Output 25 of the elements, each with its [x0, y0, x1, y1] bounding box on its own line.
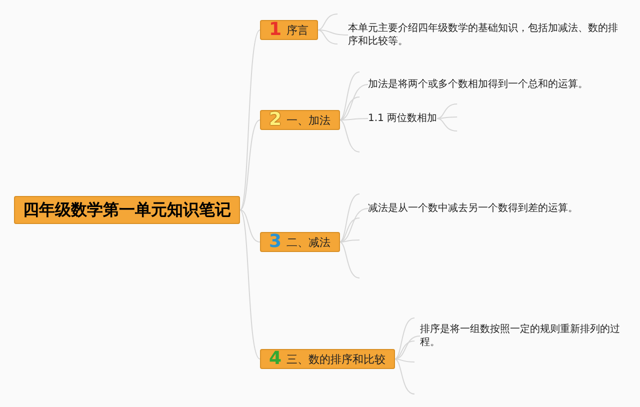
note-text: 加法是将两个或多个数相加得到一个总和的运算。 [368, 77, 588, 92]
topic-label: 序言 [286, 24, 309, 36]
topic-label: 三、数的排序和比较 [286, 354, 386, 364]
branch-line [240, 210, 260, 360]
topic-number: 3 [269, 233, 282, 251]
branch-line [317, 30, 348, 36]
topic-box [260, 20, 318, 40]
topic-label: 一、加法 [286, 114, 331, 126]
branch-line [240, 30, 260, 210]
branch-line [240, 210, 260, 242]
branch-line [394, 336, 420, 360]
topic-number: 2 [269, 111, 282, 129]
branch-line [240, 120, 260, 210]
topic-box [260, 349, 395, 369]
topic-number: 1 [269, 21, 282, 39]
root-topic-box: 四年级数学第一单元知识笔记 [14, 196, 240, 224]
topic-label: 二、减法 [286, 236, 331, 248]
note-text: 1.1 两位数相加 [368, 111, 438, 126]
note-text: 减法是从一个数中减去另一个数得到差的运算。 [368, 201, 578, 216]
note-text: 排序是将一组数按照一定的规则重新排列的过程。 [420, 322, 635, 350]
topic-box [260, 110, 340, 130]
note-text: 本单元主要介绍四年级数学的基础知识，包括加减法、数的排序和比较等。 [348, 21, 618, 49]
topic-number: 4 [269, 350, 282, 368]
branch-line [339, 118, 368, 120]
topic-box [260, 232, 340, 252]
